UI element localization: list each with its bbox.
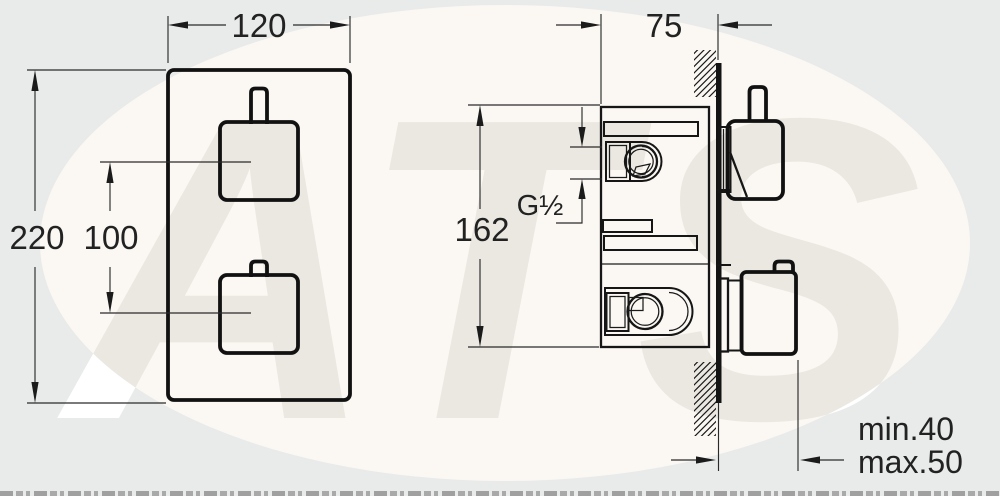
arrowhead-left [718, 21, 738, 29]
port-circle-inner [630, 297, 660, 326]
dim-label-plate-width: 120 [231, 7, 286, 44]
port-circle [623, 144, 659, 179]
body-rib-short [602, 219, 653, 233]
arrowhead-right [581, 21, 601, 29]
dim-plate-width: 120 [167, 7, 351, 63]
arrowhead-left [168, 21, 188, 29]
port-detail-notch [628, 296, 644, 312]
arrowhead-left [800, 456, 820, 464]
upper-handle-stem [747, 85, 768, 121]
dim-label-wall-depth-max: max.50 [858, 444, 963, 480]
dim-label-connection-thread: G½ [517, 190, 564, 222]
lower-handle-body [739, 270, 798, 356]
arrowhead-down [106, 292, 114, 313]
arrowhead-up [578, 179, 586, 199]
wall-hatch-lower [694, 362, 716, 436]
upper-knob-front [218, 120, 300, 202]
dim-plate-height: 220 [9, 69, 166, 404]
lower-handle-stem [772, 259, 795, 272]
upper-port [605, 141, 663, 182]
arrowhead-right [330, 21, 350, 29]
dim-handle-spacing: 100 [83, 161, 251, 314]
port-block-inner [609, 295, 626, 329]
dim-label-wall-depth-min: min.40 [858, 411, 954, 447]
upper-handle-body [725, 119, 785, 201]
lower-handle-side [717, 259, 798, 356]
dim-wall-depth-range: min.40 max.50 [671, 360, 963, 480]
wall-hatch-upper [694, 50, 716, 97]
upper-handle-lever-edge [728, 151, 749, 198]
bottom-artifact-strip [0, 489, 1000, 496]
front-view [166, 68, 352, 402]
watermark-ellipse [40, 5, 970, 481]
port-circle-inner [628, 148, 654, 175]
arrowhead-up [106, 162, 114, 183]
bent-leader [556, 199, 583, 224]
arrowhead-down [31, 382, 39, 403]
arrowhead-up [476, 105, 484, 126]
dim-label-body-height: 162 [454, 211, 509, 248]
dim-body-height: 162 [454, 104, 600, 348]
arrowhead-down [578, 127, 586, 147]
lower-knob-stem-front [249, 259, 269, 277]
upper-handle-side [718, 85, 785, 201]
arrowhead-down [476, 326, 484, 347]
lower-port [604, 287, 694, 336]
dim-connection-thread: G½ [517, 107, 602, 224]
port-detail-wedge [632, 163, 652, 177]
cover-plate [166, 68, 352, 402]
body-rib-long [603, 235, 698, 251]
body-rib-top [603, 121, 699, 137]
port-circle [626, 292, 664, 331]
arrowhead-right [696, 456, 716, 464]
port-capsule [620, 141, 663, 182]
port-capsule [604, 287, 694, 336]
port-capsule-inner [668, 291, 689, 332]
dim-label-plate-height: 220 [9, 219, 64, 256]
upper-knob-stem-front [249, 86, 269, 124]
dim-recess-depth: 75 [556, 7, 772, 104]
port-block [605, 141, 631, 182]
valve-body [599, 105, 711, 349]
dim-label-handle-spacing: 100 [83, 219, 138, 256]
upper-rosette [718, 126, 732, 193]
dim-label-recess-depth: 75 [646, 7, 683, 44]
arrowhead-up [31, 70, 39, 91]
side-view [599, 50, 798, 436]
lower-knob-front [218, 273, 300, 355]
wall-face-line [716, 63, 722, 403]
port-block-inner [608, 144, 628, 179]
